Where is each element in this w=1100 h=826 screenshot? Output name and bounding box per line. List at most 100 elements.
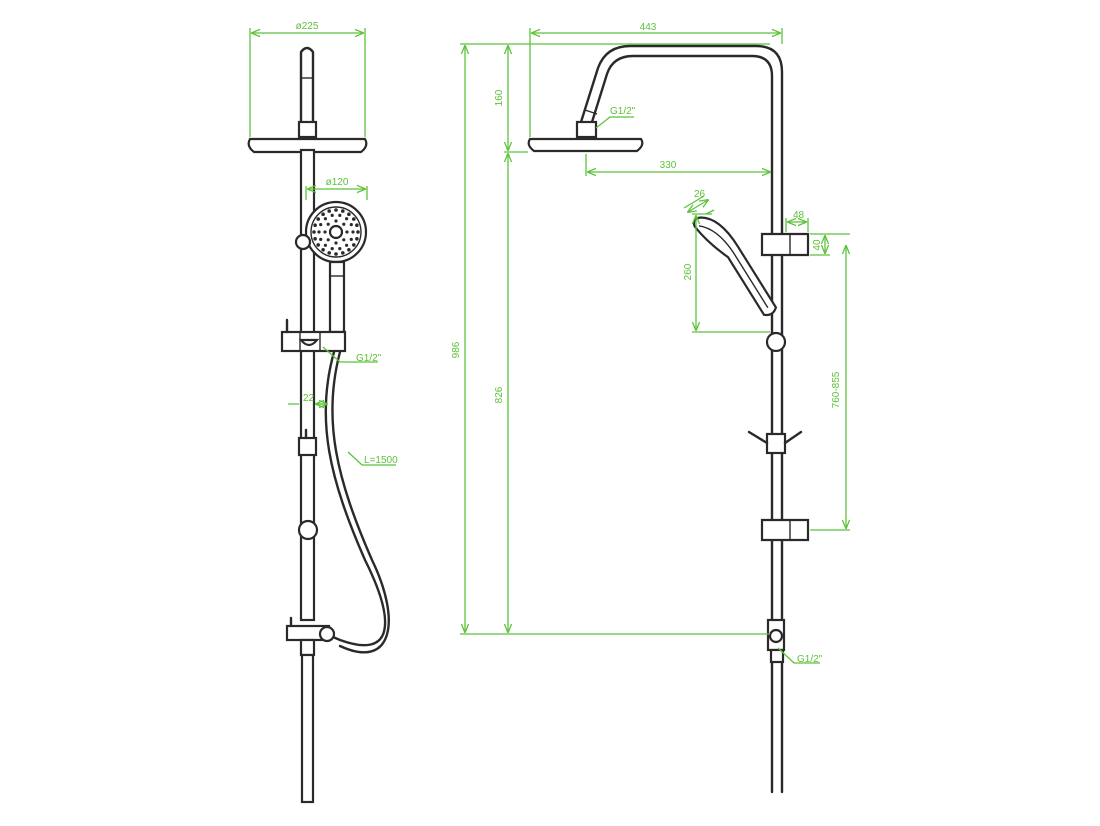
nozzle (334, 252, 338, 256)
front-rail-knob-upper (294, 233, 312, 251)
dim-hand-ext (305, 186, 368, 200)
dim-hose-length: L=1500 (364, 455, 398, 466)
dim-head-diameter: ø225 (296, 21, 319, 32)
nozzle (345, 230, 349, 234)
dim-head-ext (249, 28, 366, 137)
front-diverter-outlet (318, 625, 336, 643)
dim-holder-width: 48 (793, 210, 805, 221)
nozzle (319, 237, 323, 241)
front-handshower-handle (328, 260, 346, 334)
nozzle (323, 217, 327, 221)
nozzle (334, 241, 338, 245)
dim-vertical-ext-top (460, 43, 770, 153)
side-head-connector (575, 120, 598, 139)
nozzle (334, 219, 338, 223)
side-lower-coupling (769, 648, 785, 664)
dim-holder-range: 760-855 (831, 371, 842, 408)
dim-handshower-length: 260 (683, 263, 694, 280)
dim-inlet-connection: G1/2" (797, 654, 823, 665)
front-hose-inner (331, 350, 390, 654)
side-handshower (692, 216, 778, 317)
dim-rail-width: 22 (303, 393, 315, 404)
nozzle (355, 237, 359, 241)
side-rain-head (527, 137, 644, 153)
dim-arm-reach: 443 (640, 22, 657, 33)
nozzle (326, 238, 330, 242)
nozzle (321, 212, 325, 216)
side-diverter-knob (768, 628, 784, 644)
front-slider-clamp (298, 338, 320, 347)
front-handshower-face (310, 206, 362, 258)
dim-slider-leader (322, 346, 378, 363)
side-handshower-body (692, 216, 778, 317)
side-lower-holder (760, 518, 810, 542)
front-lower-coupling (299, 638, 316, 657)
side-knob-upper (765, 331, 787, 353)
dim-head-offset: 330 (660, 160, 677, 171)
dim-head-drop: 160 (494, 89, 505, 106)
dim-inlet-leader (777, 647, 820, 664)
dim-holder-height: 40 (812, 239, 823, 251)
nozzle (349, 237, 353, 241)
nozzle (334, 208, 338, 212)
side-dimensions: 443 330 G1/2" 160 986 826 26 260 48 40 7… (451, 22, 850, 665)
side-arm-outer (579, 44, 784, 794)
side-middle-clip (765, 432, 787, 455)
front-rail (299, 148, 316, 622)
nozzle (355, 223, 359, 227)
nozzle (321, 248, 325, 252)
nozzle (323, 230, 327, 234)
front-head-connector (297, 120, 318, 139)
nozzle (347, 248, 351, 252)
dim-head-connection-leader (595, 116, 634, 129)
front-view (247, 46, 390, 804)
dim-length-ext (692, 213, 770, 333)
front-rail-knob-lower (297, 519, 319, 541)
nozzle (338, 247, 342, 251)
side-arm-inner (590, 54, 774, 794)
dim-slider-connection: G1/2" (356, 353, 382, 364)
nozzle (313, 223, 317, 227)
nozzle (330, 213, 334, 217)
dim-hose-leader (347, 451, 396, 466)
dim-handshower-thickness-line (688, 200, 708, 212)
side-top-holder (760, 232, 810, 257)
nozzle (356, 230, 360, 234)
dim-head-connection: G1/2" (610, 106, 636, 117)
handshower-nozzles (312, 208, 360, 256)
front-hose-outer (324, 350, 387, 647)
side-handshower-inner (698, 225, 769, 309)
front-top-pipe (299, 46, 315, 132)
dim-rail-height: 826 (494, 386, 505, 403)
nozzle (351, 230, 355, 234)
nozzle (323, 243, 327, 247)
front-lower-pipe (300, 653, 315, 804)
nozzle (341, 209, 345, 213)
dim-holder-height-ext (810, 233, 850, 256)
nozzle (345, 217, 349, 221)
nozzle (327, 251, 332, 255)
nozzle (327, 209, 332, 213)
nozzle (319, 223, 323, 227)
nozzle (317, 230, 321, 234)
nozzle (316, 217, 321, 221)
side-middle-hooks (747, 430, 803, 445)
side-arm-marker (584, 109, 598, 115)
nozzle (341, 251, 345, 255)
nozzle (313, 237, 317, 241)
nozzle (326, 222, 330, 226)
front-rain-head (247, 137, 368, 154)
front-dimensions: ø225 ø120 G1/2" 22 L=1500 (249, 21, 398, 466)
nozzle (312, 230, 316, 234)
nozzle (316, 243, 321, 247)
nozzle (342, 222, 346, 226)
nozzle (338, 213, 342, 217)
nozzle (342, 238, 346, 242)
dim-arm-ext (529, 28, 783, 137)
nozzle (345, 243, 349, 247)
nozzle (349, 223, 353, 227)
nozzle (347, 212, 351, 216)
nozzle (352, 217, 356, 221)
front-handshower-center (328, 224, 344, 240)
